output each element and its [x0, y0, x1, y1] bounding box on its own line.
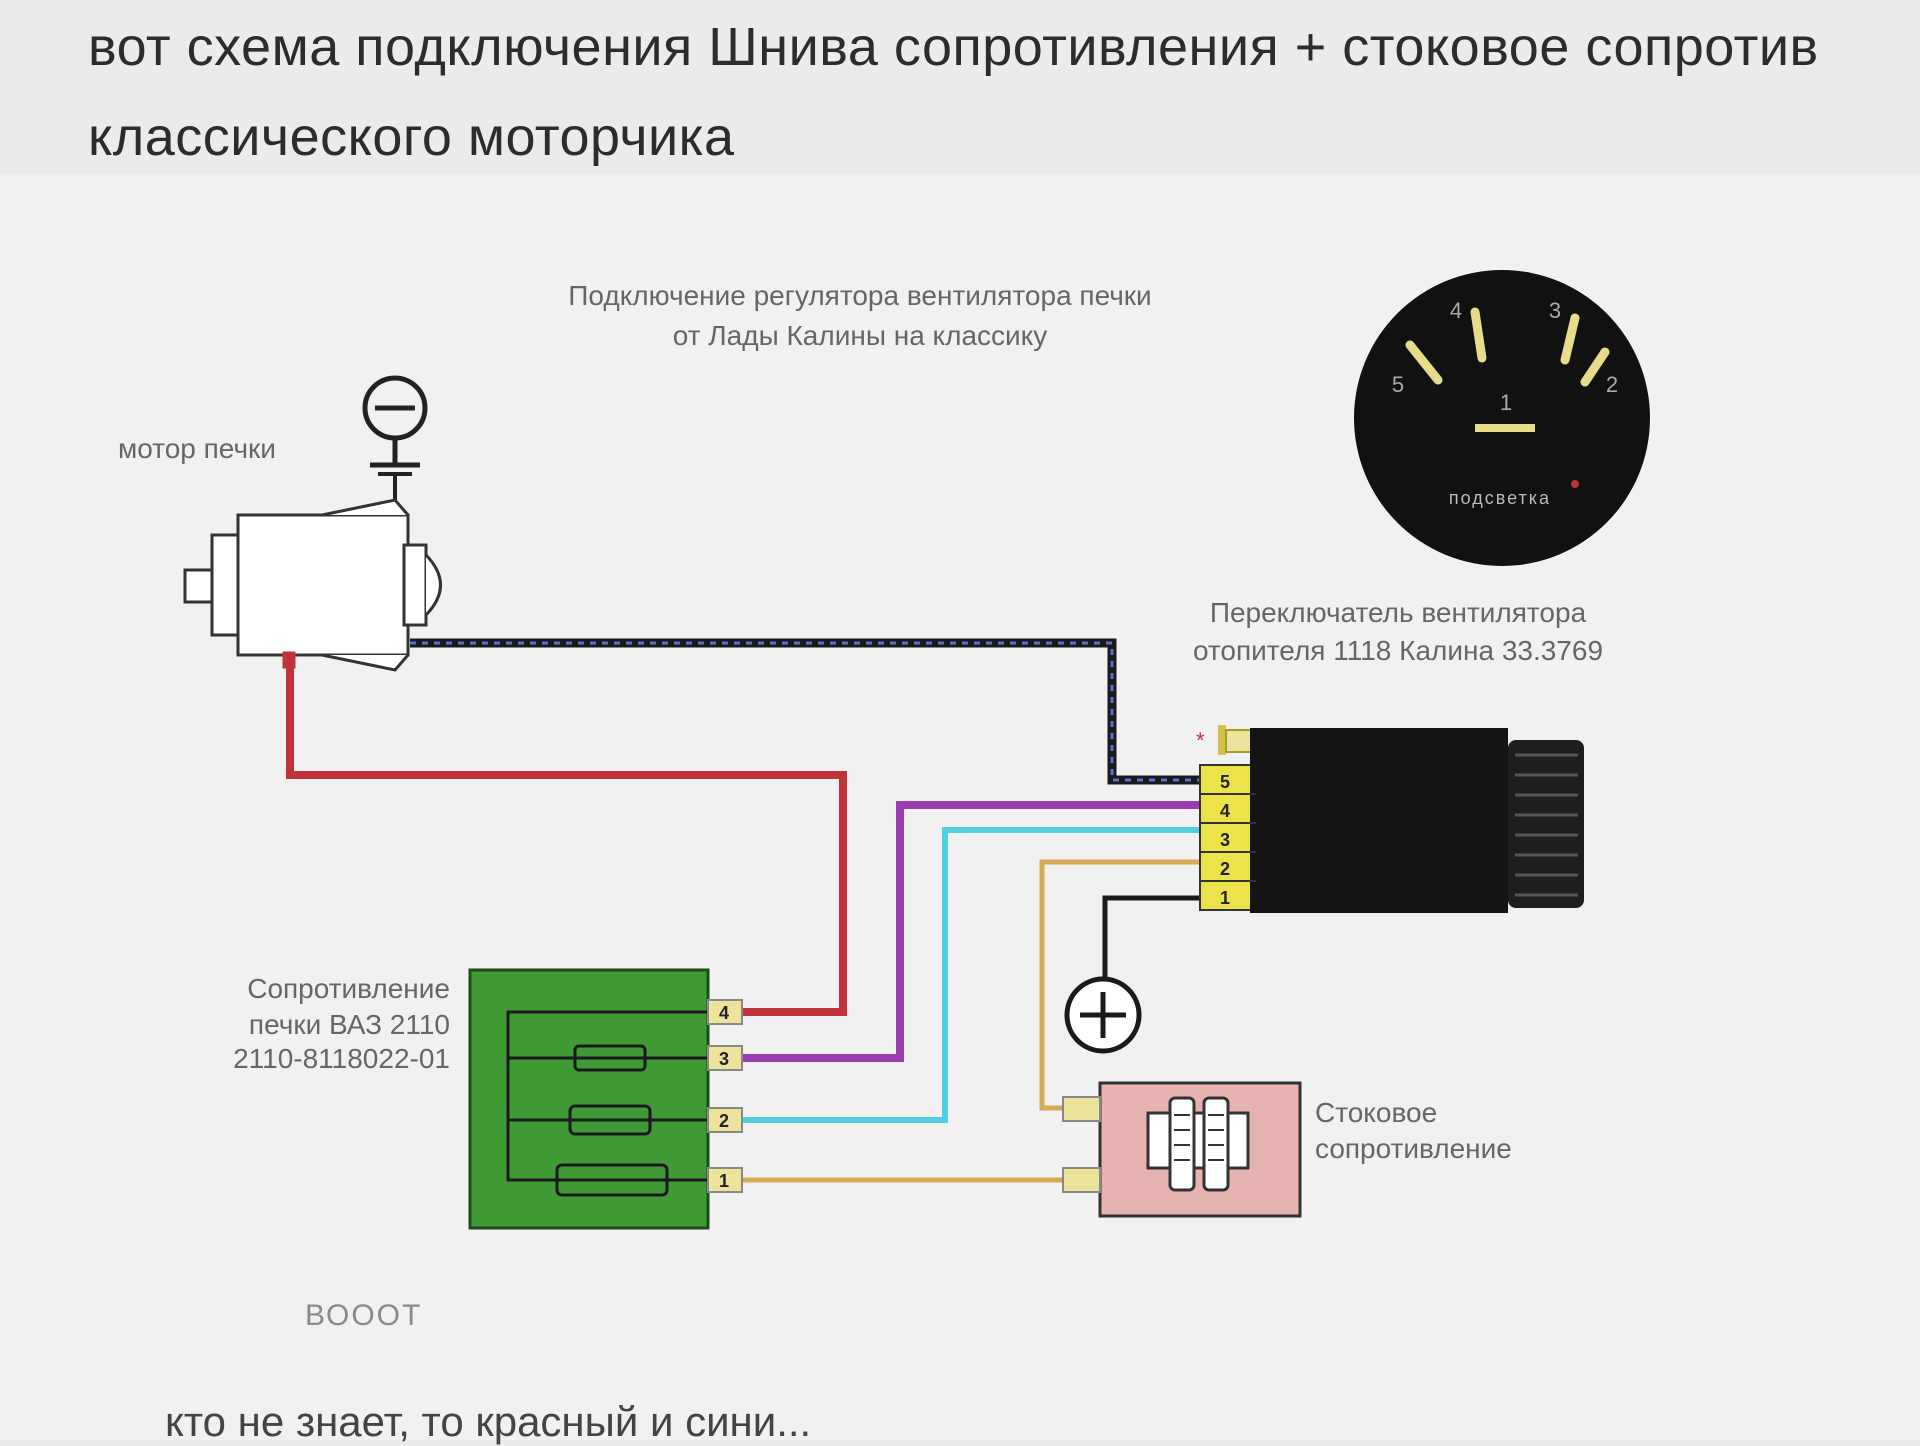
fan-dial: 1 2 3 4 5 подсветка [1354, 270, 1650, 566]
diagram-title-line-2: от Лады Калины на классику [673, 320, 1047, 351]
cyan-wire [742, 827, 1200, 1123]
dial-backlight-label: подсветка [1449, 488, 1551, 508]
motor-label: мотор печки [118, 433, 276, 464]
backlight-indicator-icon [1571, 480, 1579, 488]
black-wire [1102, 895, 1200, 985]
resistor-pin-3: 3 [719, 1049, 729, 1069]
resistor-vaz2110: 4 3 2 1 [468, 968, 743, 1230]
dial-number-2: 2 [1606, 372, 1618, 397]
dial-number-5: 5 [1392, 372, 1404, 397]
resistor-label-line-2: печки ВАЗ 2110 [249, 1009, 450, 1040]
stock-resistor [1062, 1081, 1302, 1218]
diagram-title-line-1: Подключение регулятора вентилятора печки [568, 280, 1151, 311]
switch-label-line-2: отопителя 1118 Калина 33.3769 [1193, 635, 1603, 666]
switch-marker-icon: * [1196, 728, 1205, 753]
purple-wire [742, 801, 1200, 1062]
switch-pin-5: 5 [1220, 772, 1230, 792]
resistor-pin-2: 2 [719, 1111, 729, 1131]
dial-number-4: 4 [1450, 298, 1462, 323]
resistor-pin-4: 4 [719, 1003, 729, 1023]
resistor-label-line-3: 2110-8118022-01 [233, 1043, 450, 1074]
dial-number-1: 1 [1500, 390, 1512, 415]
heater-motor-icon [183, 498, 442, 672]
blue-black-wire-stripe [410, 641, 1200, 782]
switch-pin-1: 1 [1220, 888, 1230, 908]
post-text-line-1: вот схема подключения Шнива сопротивлени… [88, 17, 1819, 77]
switch-pin-3: 3 [1220, 830, 1230, 850]
dial-number-3: 3 [1549, 298, 1561, 323]
stock-resistor-label-line-1: Стоковое [1315, 1097, 1437, 1128]
post-footer-text: кто не знает, то красный и сини... [165, 1398, 812, 1445]
switch-label-line-1: Переключатель вентилятора [1210, 597, 1587, 628]
red-wire [286, 665, 847, 1016]
minus-terminal-icon [362, 375, 428, 510]
post-caption: ВОООТ [305, 1299, 422, 1332]
resistor-label-line-1: Сопротивление [247, 973, 450, 1004]
switch-pin-2: 2 [1220, 859, 1230, 879]
fan-switch: * 5 4 3 2 1 [1196, 725, 1584, 913]
resistor-pin-1: 1 [719, 1171, 729, 1191]
plus-terminal-icon [1064, 976, 1142, 1054]
post-text-line-2: классического моторчика [88, 107, 735, 167]
stock-resistor-label-line-2: сопротивление [1315, 1133, 1512, 1164]
switch-pin-4: 4 [1220, 801, 1230, 821]
